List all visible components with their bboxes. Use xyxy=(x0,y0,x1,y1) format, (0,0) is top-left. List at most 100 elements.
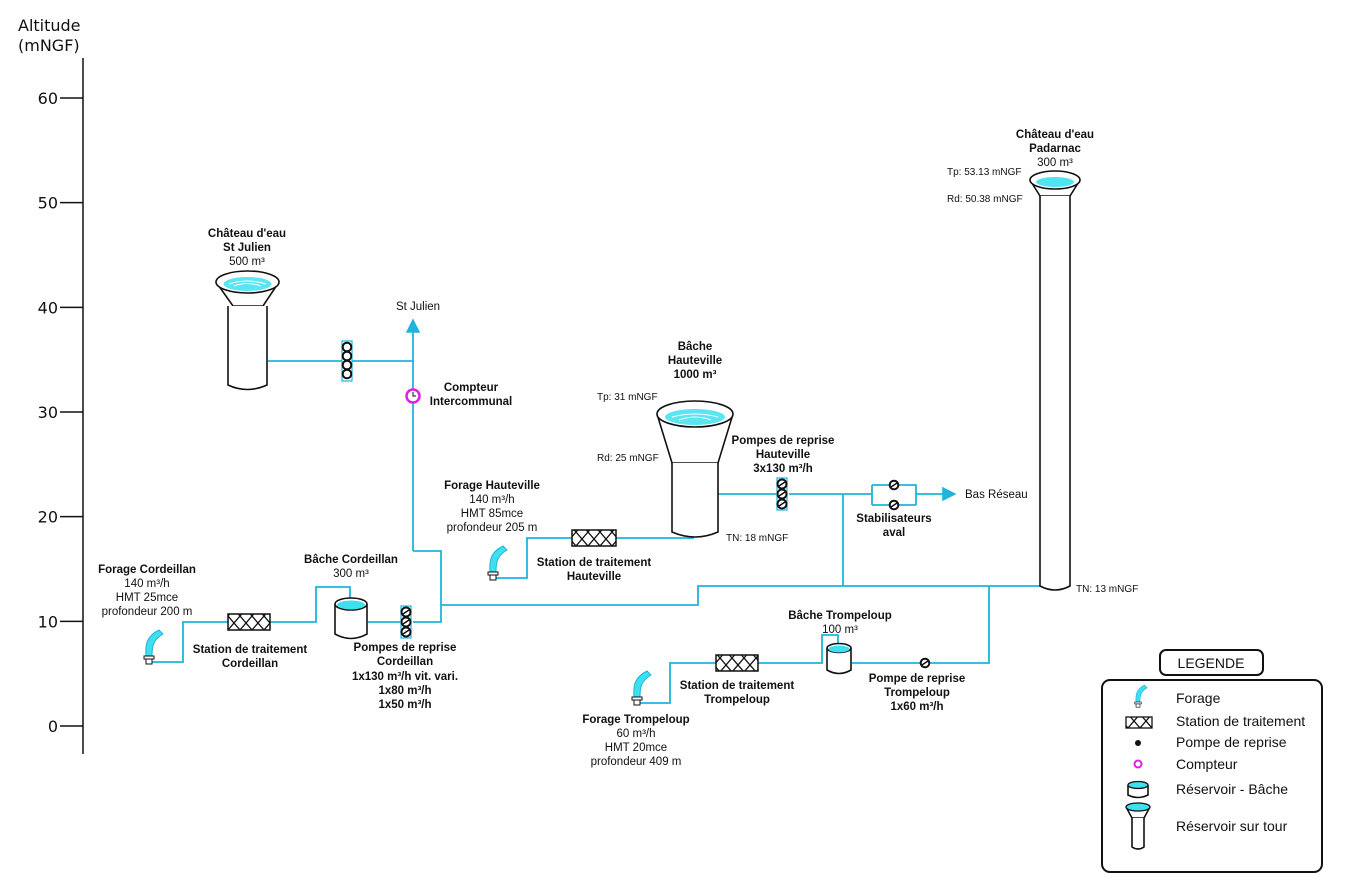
pipe-trompeloup-return xyxy=(852,586,990,664)
label-forage-hauteville-3: HMT 85mce xyxy=(461,508,523,520)
label-forage-cordeillan-3: HMT 25mce xyxy=(116,592,178,604)
legend-box xyxy=(1101,679,1323,873)
axis-tick-label: 30 xyxy=(38,403,58,422)
axis-tick-label: 50 xyxy=(38,194,58,213)
water-tower-st-julien[interactable] xyxy=(215,270,280,391)
legend: LEGENDE Forage Station de traitement Pom… xyxy=(1101,649,1323,873)
pump-icon xyxy=(1135,740,1141,746)
pipe-station-cordeillan xyxy=(270,586,351,623)
reservoir-bache-trompeloup[interactable] xyxy=(826,642,852,675)
label-forage-hauteville-2: 140 m³/h xyxy=(469,494,514,506)
label-pompes-hauteville-3: 3x130 m³/h xyxy=(753,463,812,475)
label-pompes-cordeillan-1: Pompes de reprise xyxy=(354,642,457,654)
label-bache-hauteville-3: 1000 m³ xyxy=(674,369,717,381)
label-st-julien-outlet: St Julien xyxy=(396,301,440,313)
water-tower-icon xyxy=(1125,802,1151,850)
reservoir-bache-hauteville[interactable] xyxy=(656,400,734,538)
forage-trompeloup[interactable] xyxy=(631,670,652,706)
legend-item-station: Station de traitement xyxy=(1176,713,1305,729)
pipe-station-trompeloup xyxy=(758,634,839,664)
label-pompe-trompeloup-2: Trompeloup xyxy=(884,687,950,699)
label-bas-reseau: Bas Réseau xyxy=(965,489,1028,501)
pumps-st-julien[interactable] xyxy=(341,340,353,382)
label-pompes-cordeillan-5: 1x50 m³/h xyxy=(378,699,431,711)
meter-icon xyxy=(1133,759,1143,769)
reservoir-bache-cordeillan[interactable] xyxy=(334,597,368,640)
pipe-forage-trompeloup xyxy=(640,662,716,704)
label-station-trompeloup-1: Station de traitement xyxy=(680,680,795,692)
label-bache-hauteville-rd: Rd: 25 mNGF xyxy=(597,453,659,464)
label-station-hauteville-2: Hauteville xyxy=(567,571,621,583)
axis-tick-label: 10 xyxy=(38,612,58,631)
label-bache-cordeillan-1: Bâche Cordeillan xyxy=(304,554,398,566)
label-chateau-padarnac-rd: Rd: 50.38 mNGF xyxy=(947,194,1023,205)
label-bache-cordeillan-2: 300 m³ xyxy=(333,568,369,580)
forage-cordeillan[interactable] xyxy=(143,629,164,665)
legend-item-pompe: Pompe de reprise xyxy=(1176,734,1287,750)
label-pompe-trompeloup-1: Pompe de reprise xyxy=(869,673,966,685)
label-chateau-padarnac-1: Château d'eau xyxy=(1016,129,1094,141)
label-forage-trompeloup-1: Forage Trompeloup xyxy=(582,714,689,726)
label-chateau-padarnac-2: Padarnac xyxy=(1029,143,1081,155)
axis-tick-label: 0 xyxy=(48,717,58,736)
label-chateau-st-julien-2: St Julien xyxy=(223,242,271,254)
label-forage-cordeillan-1: Forage Cordeillan xyxy=(98,564,196,576)
station-hauteville[interactable] xyxy=(571,529,617,547)
label-forage-trompeloup-3: HMT 20mce xyxy=(605,742,667,754)
stabilisateurs-aval[interactable] xyxy=(888,479,900,511)
label-chateau-st-julien-3: 500 m³ xyxy=(229,256,265,268)
legend-title-box xyxy=(1159,649,1264,676)
label-pompes-cordeillan-4: 1x80 m³/h xyxy=(378,685,431,697)
water-tower-padarnac[interactable] xyxy=(1029,170,1081,591)
label-stabilisateurs-1: Stabilisateurs xyxy=(856,513,931,525)
label-bache-hauteville-2: Hauteville xyxy=(668,355,722,367)
legend-item-tour: Réservoir sur tour xyxy=(1176,818,1288,834)
pipe-riser-step xyxy=(413,550,442,605)
label-bache-hauteville-1: Bâche xyxy=(678,341,713,353)
pipe-forage-cordeillan xyxy=(152,621,228,663)
legend-item-compteur: Compteur xyxy=(1176,756,1238,772)
station-cordeillan[interactable] xyxy=(227,613,271,631)
label-stabilisateurs-2: aval xyxy=(883,527,905,539)
pumps-hauteville[interactable] xyxy=(776,477,788,511)
label-station-trompeloup-2: Trompeloup xyxy=(704,694,770,706)
ground-reservoir-icon xyxy=(1127,780,1149,799)
pipe-main-trunk xyxy=(413,585,1040,623)
label-chateau-padarnac-3: 300 m³ xyxy=(1037,157,1073,169)
label-forage-cordeillan-2: 140 m³/h xyxy=(124,578,169,590)
legend-title: LEGENDE xyxy=(1178,655,1245,671)
label-compteur-1: Compteur xyxy=(444,382,499,394)
legend-item-bache: Réservoir - Bâche xyxy=(1176,781,1288,797)
label-pompes-hauteville-2: Hauteville xyxy=(756,449,810,461)
label-bache-trompeloup-1: Bâche Trompeloup xyxy=(788,610,892,622)
axis-title-line1: Altitude xyxy=(18,16,81,35)
label-pompes-cordeillan-2: Cordeillan xyxy=(377,656,433,668)
label-station-hauteville-1: Station de traitement xyxy=(537,557,652,569)
label-forage-hauteville-1: Forage Hauteville xyxy=(444,480,540,492)
treatment-station-icon xyxy=(1125,716,1153,729)
pipes xyxy=(152,318,1040,704)
axis-tick-label: 60 xyxy=(38,89,58,108)
forage-hauteville[interactable] xyxy=(487,545,508,581)
label-bache-hauteville-tp: Tp: 31 mNGF xyxy=(597,392,658,403)
legend-item-forage: Forage xyxy=(1176,690,1221,706)
label-bache-trompeloup-2: 100 m³ xyxy=(822,624,858,636)
label-chateau-st-julien-1: Château d'eau xyxy=(208,228,286,240)
axis-tick-label: 20 xyxy=(38,508,58,527)
label-forage-trompeloup-4: profondeur 409 m xyxy=(591,756,682,768)
meter-intercommunal[interactable] xyxy=(405,388,421,404)
label-compteur-2: Intercommunal xyxy=(430,396,512,408)
label-station-cordeillan-1: Station de traitement xyxy=(193,644,308,656)
pump-trompeloup[interactable] xyxy=(919,657,931,669)
label-pompes-cordeillan-3: 1x130 m³/h vit. vari. xyxy=(352,671,458,683)
label-chateau-padarnac-tn: TN: 13 mNGF xyxy=(1076,584,1138,595)
station-trompeloup[interactable] xyxy=(715,654,759,672)
pumps-cordeillan[interactable] xyxy=(400,605,412,639)
label-bache-hauteville-tn: TN: 18 mNGF xyxy=(726,533,788,544)
label-pompe-trompeloup-3: 1x60 m³/h xyxy=(890,701,943,713)
label-station-cordeillan-2: Cordeillan xyxy=(222,658,278,670)
pipe-forage-hauteville xyxy=(496,537,572,579)
label-forage-trompeloup-2: 60 m³/h xyxy=(617,728,656,740)
